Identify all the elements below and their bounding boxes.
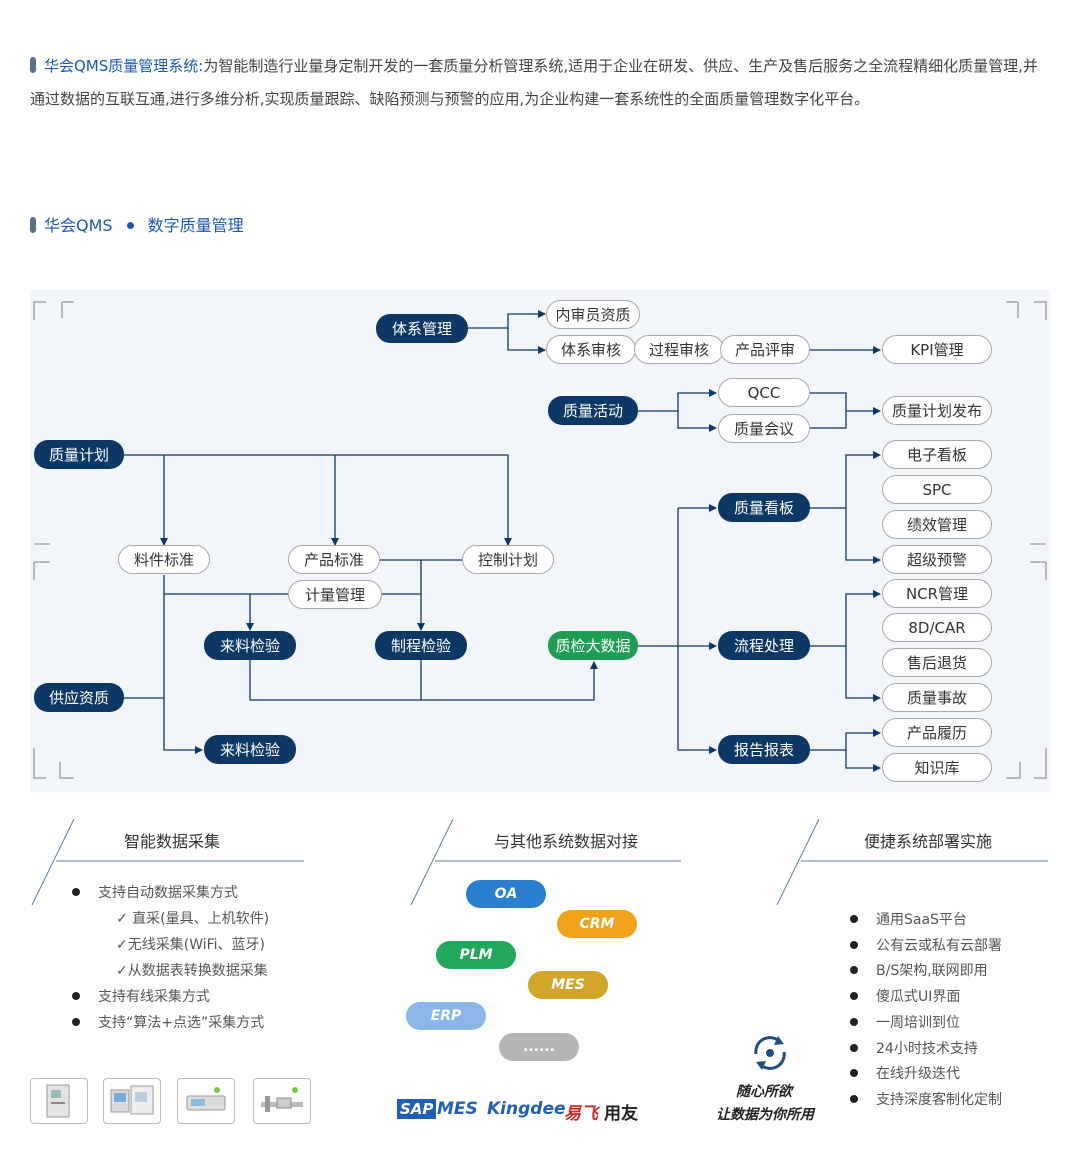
node-internal-auditor: 内审员资质 [546, 300, 640, 329]
section-heading: 华会QMS 数字质量管理 [30, 212, 244, 236]
bullet-bar [30, 57, 36, 73]
node-super-warning: 超级预警 [882, 545, 992, 574]
bullet-dot [850, 992, 858, 1001]
bullet-dot [850, 1094, 858, 1103]
bullet-dot [72, 1018, 80, 1026]
section-right: 数字质量管理 [147, 216, 244, 235]
bullet-dot [850, 966, 858, 975]
separator-dot [126, 222, 134, 229]
node-quality-board: 质量看板 [718, 493, 810, 522]
list-item: 公有云或私有云部署 [850, 934, 1002, 960]
logo-kingdee: Kingdee [487, 1099, 566, 1119]
node-performance: 绩效管理 [882, 510, 992, 539]
node-supplier-qualification: 供应资质 [34, 683, 124, 712]
deploy-title: 便捷系统部署实施 [864, 832, 993, 851]
node-product-history: 产品履历 [882, 718, 992, 747]
node-e-board: 电子看板 [882, 440, 992, 469]
bullet-dot [850, 1069, 858, 1078]
bullet-dot [72, 992, 80, 1000]
bullet-dot [72, 888, 80, 896]
list-item: 支持深度客制化定制 [850, 1088, 1002, 1114]
deploy-list: 通用SaaS平台 公有云或私有云部署 B/S架构,联网即用 傻瓜式UI界面 一周… [850, 908, 1002, 1114]
node-spc: SPC [882, 475, 992, 504]
intro-text: 为智能制造行业量身定制开发的一套质量分析管理系统,适用于企业在研发、供应、生产及… [30, 57, 1038, 108]
section-left: 华会QMS [44, 216, 113, 235]
collect-list: 支持自动数据采集方式 ✓ 直采(量具、上机软件) ✓无线采集(WiFi、蓝牙) … [72, 880, 269, 1036]
sync-icon [750, 1034, 790, 1076]
intro-paragraph: 华会QMS质量管理系统:为智能制造行业量身定制开发的一套质量分析管理系统,适用于… [30, 50, 1050, 116]
list-item: 通用SaaS平台 [850, 908, 1002, 934]
node-ncr: NCR管理 [882, 579, 992, 608]
integration-title: 与其他系统数据对接 [494, 832, 639, 851]
list-item: 一周培训到位 [850, 1011, 1002, 1037]
meter-device-image [177, 1078, 235, 1124]
list-item: ✓从数据表转换数据采集 [116, 963, 268, 979]
slogan-line2: 让数据为你所用 [716, 1107, 814, 1123]
node-control-plan: 控制计划 [462, 545, 554, 574]
node-incoming-inspection: 来料检验 [204, 631, 296, 660]
logo-sap: SAP [397, 1099, 437, 1119]
tag-erp: ERP [406, 1002, 486, 1030]
node-material-standard: 料件标准 [118, 545, 210, 574]
list-item: 支持“算法+点选”采集方式 [72, 1010, 269, 1036]
list-item: 支持有线采集方式 [72, 984, 269, 1010]
tag-plm: PLM [436, 941, 516, 969]
bullet-dot [850, 940, 858, 949]
node-process-inspection: 制程检验 [375, 631, 467, 660]
logo-yifei: 易飞 [564, 1104, 598, 1124]
node-system-mgmt: 体系管理 [376, 314, 468, 343]
list-item: 支持自动数据采集方式 [72, 880, 269, 906]
node-kpi: KPI管理 [882, 335, 992, 364]
list-item: 傻瓜式UI界面 [850, 985, 1002, 1011]
node-metering: 计量管理 [288, 580, 382, 609]
node-system-audit: 体系审核 [546, 335, 636, 364]
node-flow-processing: 流程处理 [718, 631, 810, 660]
node-product-standard: 产品标准 [288, 545, 380, 574]
logo-mes: MES [437, 1099, 478, 1119]
measuring-machine-image [103, 1078, 161, 1124]
bullet-dot [850, 1017, 858, 1026]
bullet-dot [850, 915, 858, 923]
node-big-data: 质检大数据 [548, 631, 638, 660]
panel-dividers [31, 818, 1048, 906]
node-qcc: QCC [718, 378, 810, 407]
node-incoming-inspection-2: 来料检验 [204, 735, 296, 764]
node-product-review: 产品评审 [720, 335, 810, 364]
connector-lines [33, 301, 1047, 779]
tag-oa: OA [466, 880, 546, 908]
device-cabinet-image [30, 1078, 88, 1124]
collect-title: 智能数据采集 [124, 832, 221, 851]
list-item: 24小时技术支持 [850, 1037, 1002, 1063]
logo-yonyou: 用友 [604, 1104, 638, 1124]
slogan-line1: 随心所欲 [736, 1084, 792, 1100]
node-8d-car: 8D/CAR [882, 613, 992, 642]
intro-title: 华会QMS质量管理系统: [44, 57, 204, 75]
node-quality-accident: 质量事故 [882, 683, 992, 712]
list-item: ✓无线采集(WiFi、蓝牙) [116, 937, 266, 953]
caliper-image [253, 1078, 311, 1124]
tag-more: ...... [499, 1033, 579, 1061]
node-knowledge-base: 知识库 [882, 753, 992, 782]
node-aftersale-return: 售后退货 [882, 648, 992, 677]
list-item: 在线升级迭代 [850, 1062, 1002, 1088]
node-quality-activity: 质量活动 [548, 396, 638, 425]
list-item: ✓ 直采(量具、上机软件) [116, 911, 270, 927]
node-reports: 报告报表 [718, 735, 810, 764]
bullet-dot [850, 1043, 858, 1052]
list-item: B/S架构,联网即用 [850, 959, 1002, 985]
node-quality-plan: 质量计划 [34, 440, 124, 469]
tag-crm: CRM [557, 910, 637, 938]
node-quality-meeting: 质量会议 [718, 414, 810, 443]
bullet-bar [30, 217, 36, 233]
node-quality-plan-release: 质量计划发布 [882, 396, 992, 425]
tag-mes: MES [528, 971, 608, 999]
quality-management-diagram: 体系管理 内审员资质 体系审核 过程审核 产品评审 KPI管理 质量活动 QCC… [30, 290, 1050, 792]
node-process-audit: 过程审核 [634, 335, 724, 364]
